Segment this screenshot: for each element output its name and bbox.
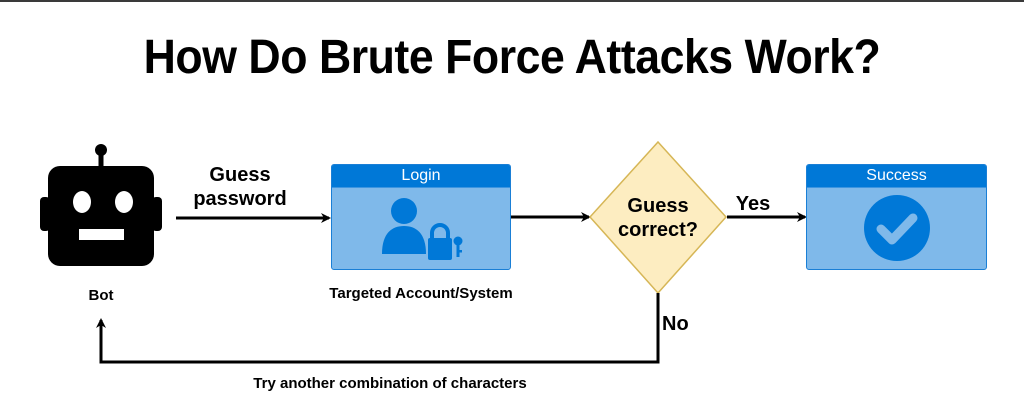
bot-label: Bot — [88, 287, 114, 304]
decision-line2: correct? — [617, 219, 699, 241]
success-card: Success — [806, 164, 987, 270]
user-lock-icon — [382, 198, 463, 260]
decision-line1: Guess — [627, 195, 689, 217]
edge-label-line2: password — [193, 188, 287, 210]
decision-text: Guess correct? — [598, 194, 718, 242]
check-circle-icon — [864, 195, 930, 261]
login-caption: Targeted Account/System — [329, 285, 513, 302]
edge-label-guess-password: Guess password — [180, 163, 300, 211]
edge-label-line1: Guess — [209, 164, 271, 186]
page-title: How Do Brute Force Attacks Work? — [143, 31, 881, 84]
top-border — [0, 0, 1024, 2]
login-card-header: Login — [332, 165, 510, 188]
edge-label-yes: Yes — [735, 193, 771, 215]
robot-icon — [40, 144, 162, 266]
success-card-header: Success — [807, 165, 986, 188]
edge-retry-loop — [96, 293, 660, 364]
edge-label-retry: Try another combination of characters — [253, 375, 527, 392]
login-card: Login — [331, 164, 511, 270]
edge-label-no: No — [662, 313, 689, 335]
